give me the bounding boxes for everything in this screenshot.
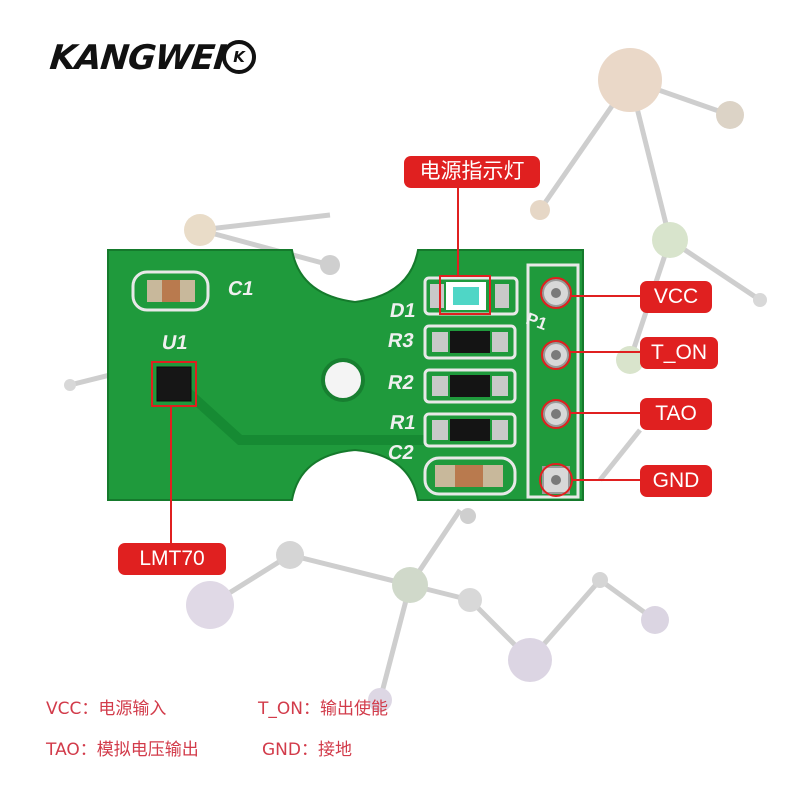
brand-badge-icon: K [222, 40, 256, 74]
pcb-trace [181, 386, 425, 445]
silk-c2: C2 [386, 442, 416, 464]
background-nodes [64, 48, 767, 712]
leader-lines [170, 188, 640, 545]
r2-resistor [423, 368, 517, 404]
c1-pad-outline [131, 270, 210, 312]
u1-highlight [151, 361, 197, 407]
silk-c1: C1 [226, 278, 256, 300]
pin-tao [541, 399, 571, 429]
u1-chip [156, 366, 192, 402]
pin-callout-tao: TAO [640, 398, 712, 430]
pin-callout-t-on: T_ON [640, 337, 718, 369]
silk-r2: R2 [386, 372, 416, 394]
silk-r3: R3 [386, 330, 416, 352]
led-callout: 电源指示灯 [404, 156, 540, 188]
pin-vcc [540, 277, 572, 309]
pin-callout-vcc: VCC [640, 281, 712, 313]
legend-t-on: T_ON：输出使能 [258, 699, 388, 719]
silk-d1: D1 [388, 300, 418, 322]
c2-capacitor [423, 456, 517, 496]
r3-resistor [423, 324, 517, 360]
p1-header-outline [526, 263, 580, 499]
d1-highlight [439, 275, 491, 315]
silk-r1: R1 [388, 412, 418, 434]
pin-t-on [541, 340, 571, 370]
r1-resistor [423, 412, 517, 448]
legend-gnd: GND：接地 [262, 740, 352, 760]
legend-vcc: VCC：电源输入 [46, 699, 167, 719]
mounting-hole [321, 358, 365, 402]
brand-logo: KANGWEI [47, 38, 228, 78]
pin-callout-gnd: GND [640, 465, 712, 497]
legend-tao: TAO：模拟电压输出 [46, 740, 199, 760]
pin-gnd [539, 463, 573, 497]
chip-callout: LMT70 [118, 543, 226, 575]
silk-u1: U1 [160, 332, 190, 354]
